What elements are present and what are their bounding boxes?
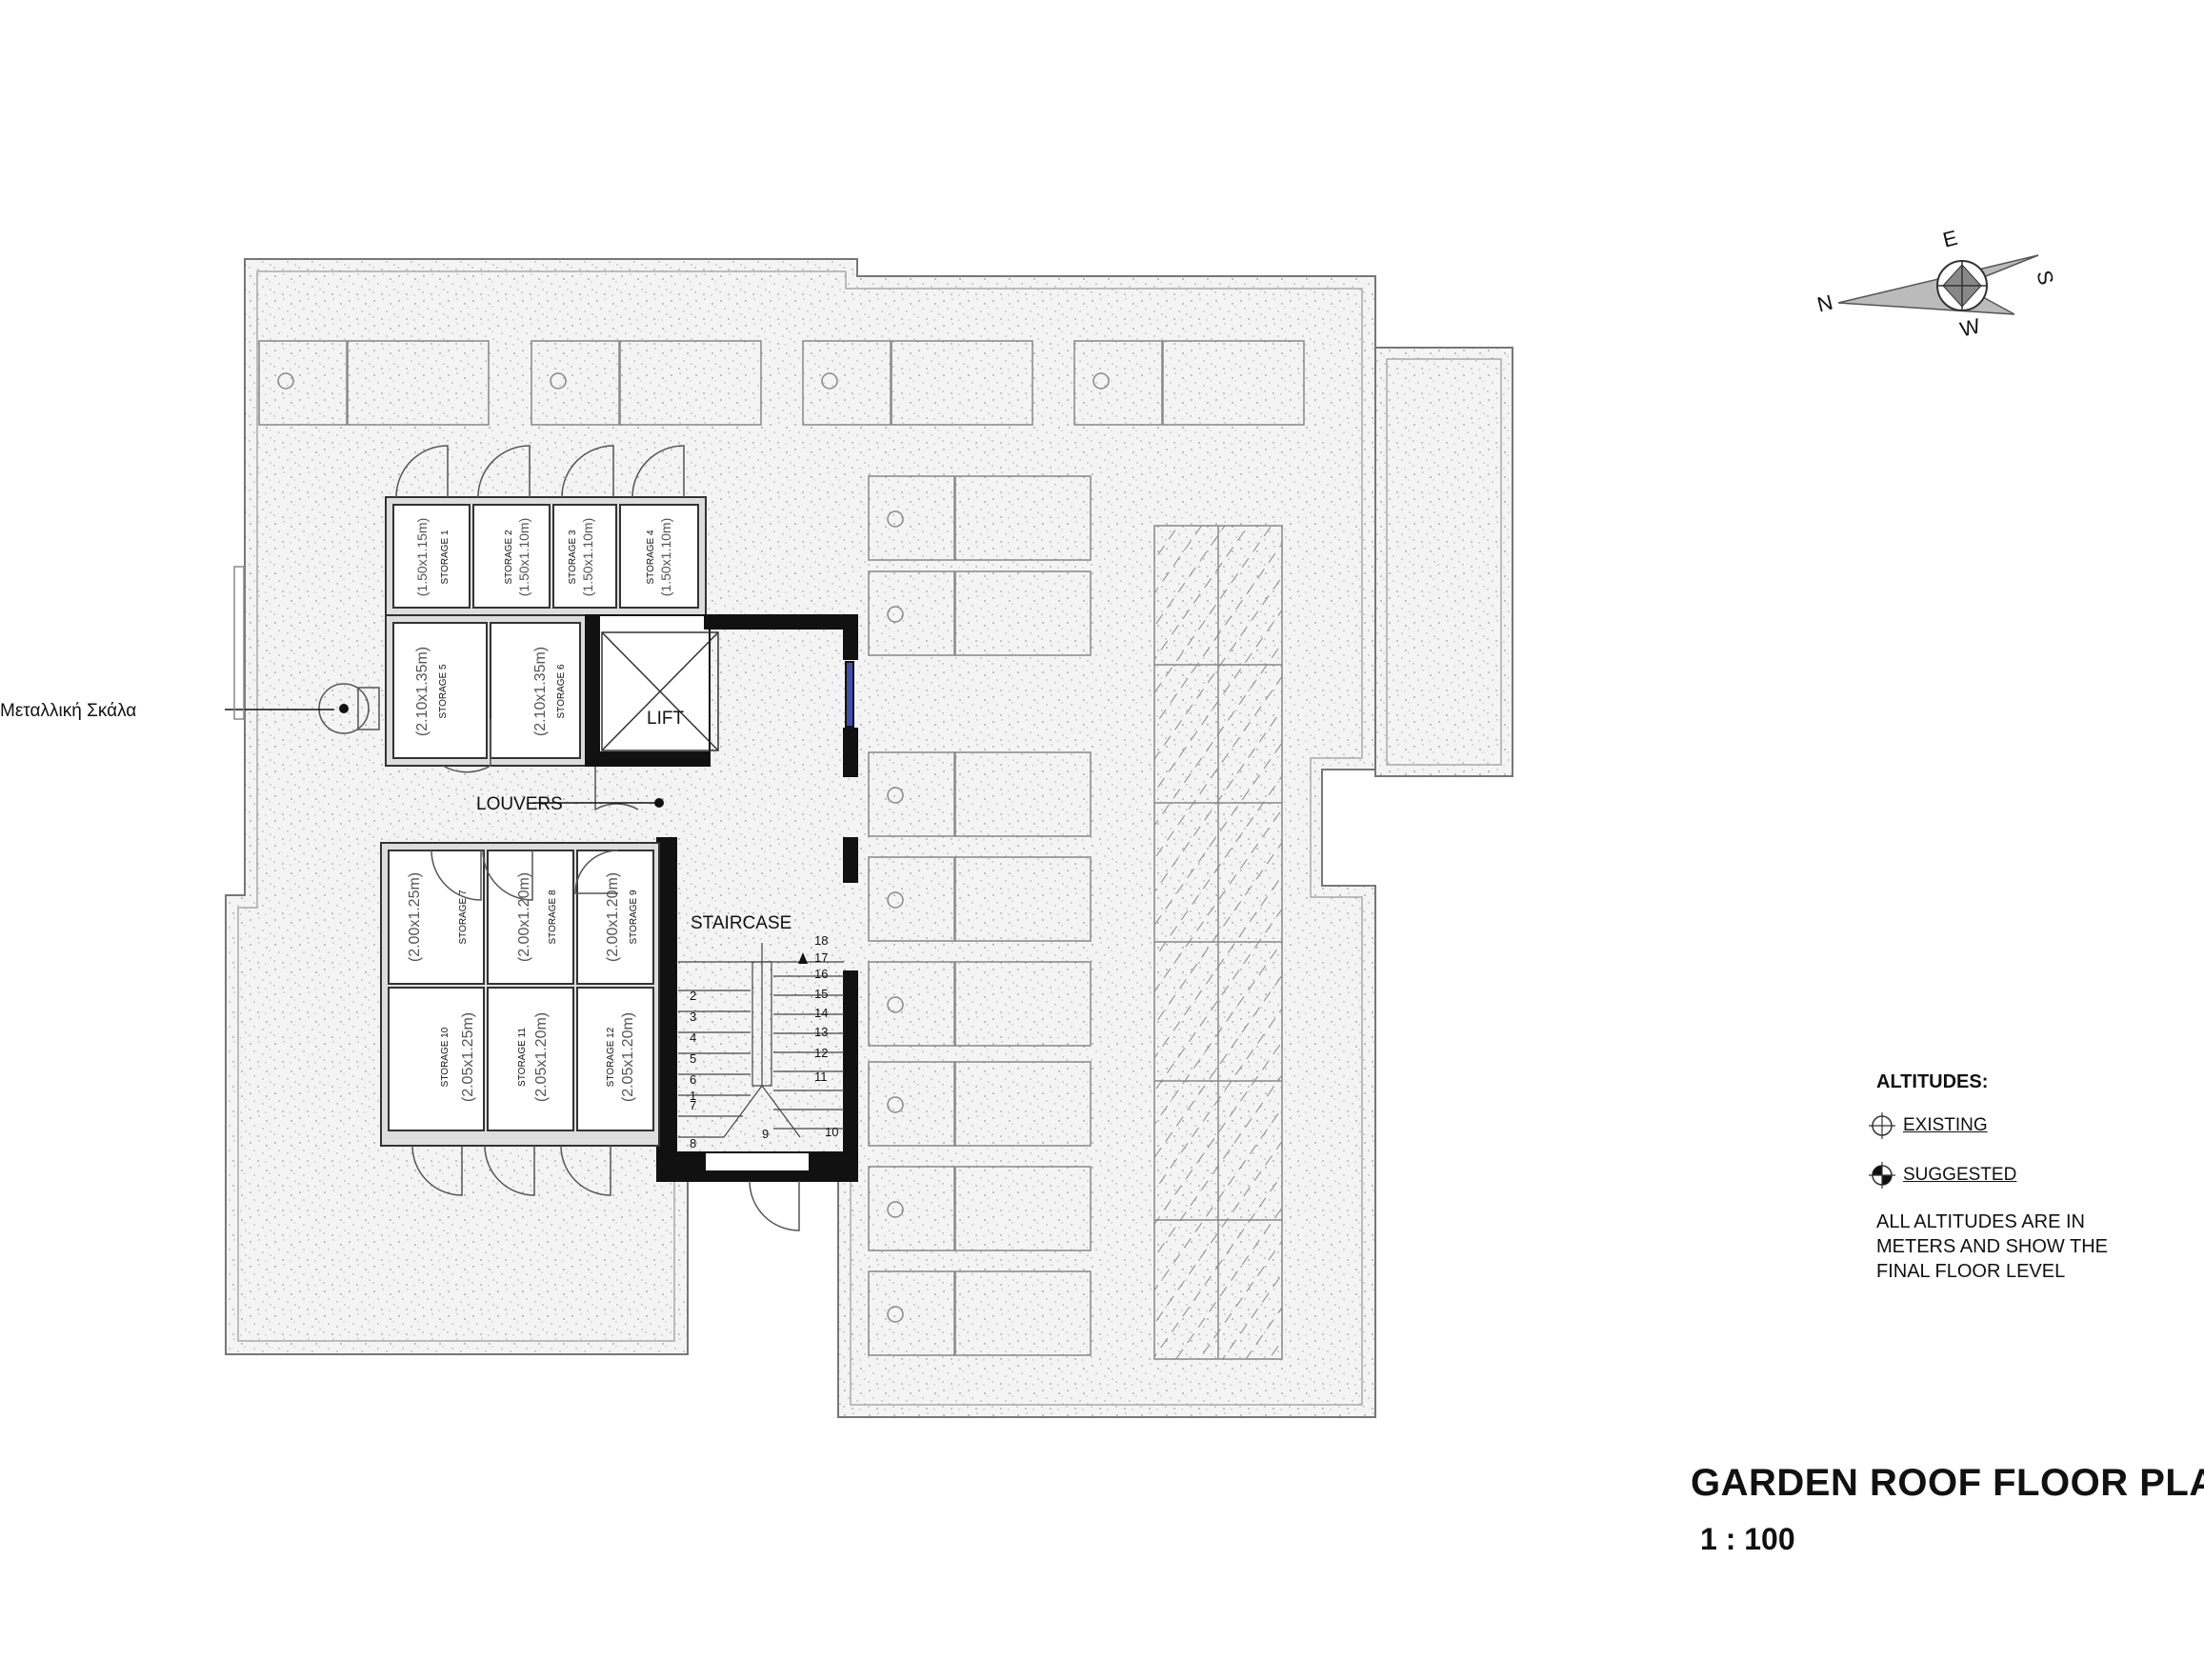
step-number: 15 [814,987,828,1001]
step-number: 7 [690,1098,696,1112]
storage-3-name: STORAGE 3 [568,530,578,584]
planters-right-column [868,475,1092,1356]
storage-1-name: STORAGE 1 [440,530,451,584]
step-number: 4 [690,1030,696,1045]
altitudes-legend: ALTITUDES: EXISTING SUGGESTED ALL ALTITU… [1869,1071,2191,1284]
storage-2-size: (1.50x1.10m) [516,518,531,596]
legend-note-line: ALL ALTITUDES ARE IN [1876,1211,2085,1232]
storage-block-upper [385,496,707,767]
step-number: 5 [690,1051,696,1066]
storage-12-name: STORAGE 12 [606,1027,616,1087]
step-number: 14 [814,1006,828,1020]
storage-10-size: (2.05x1.25m) [460,1012,476,1102]
lift-label: LIFT [647,709,684,729]
title-block: GARDEN ROOF FLOOR PLAN 1 : 100 [1691,1462,2204,1557]
storage-5-size: (2.10x1.35m) [414,647,431,736]
staircase-label: STAIRCASE [691,913,791,933]
storage-8-size: (2.00x1.20m) [516,872,532,962]
step-number: 16 [814,967,828,981]
step-number: 12 [814,1046,828,1060]
legend-suggested-row: SUGGESTED [1867,1160,2191,1190]
planters-top-row [258,340,1305,426]
storage-12-size: (2.05x1.20m) [620,1012,636,1102]
door-swings-lower [411,767,800,1231]
legend-suggested-label: SUGGESTED [1903,1165,2017,1185]
drawing-scale: 1 : 100 [1700,1522,1795,1556]
stair-direction-arrow [798,952,808,964]
storage-10-name: STORAGE 10 [440,1027,451,1087]
legend-note: ALL ALTITUDES ARE IN METERS AND SHOW THE… [1876,1210,2191,1284]
compass-e: E [1940,226,1959,252]
compass-n: N [1814,290,1834,316]
compass-rose: N E S W [1814,226,2058,342]
storage-2-name: STORAGE 2 [504,530,514,584]
legend-note-line: METERS AND SHOW THE [1876,1236,2108,1257]
existing-altitude-icon [1869,1112,1895,1139]
louvers-marker [654,798,664,808]
step-number: 11 [814,1070,828,1084]
step-number: 9 [762,1127,769,1141]
drawing-title: GARDEN ROOF FLOOR PLAN [1691,1462,2204,1504]
step-number: 2 [690,989,696,1003]
legend-existing-row: EXISTING [1867,1110,2191,1141]
core-walls [585,614,858,1182]
storage-7-size: (2.00x1.25m) [407,872,423,962]
step-number: 13 [814,1025,828,1039]
storage-7-name: STORAGE 7 [458,890,469,944]
legend-note-line: FINAL FLOOR LEVEL [1876,1261,2066,1282]
storage-1-size: (1.50x1.15m) [414,518,430,596]
storage-6-name: STORAGE 6 [556,664,567,718]
metal-stair-marker [339,704,349,713]
legend-existing-label: EXISTING [1903,1115,1988,1135]
step-number: 6 [690,1072,696,1087]
step-number: 8 [690,1136,696,1150]
compass-w: W [1957,313,1982,341]
metal-stair-label: Μεταλλική Σκάλα [0,701,136,721]
suggested-altitude-icon [1869,1162,1895,1189]
roof-extension-right [1374,347,1513,777]
storage-9-name: STORAGE 9 [629,890,639,944]
step-number: 18 [814,933,828,948]
compass-s: S [2032,268,2058,287]
storage-11-name: STORAGE 11 [517,1028,528,1087]
door-swings-upper [395,445,685,773]
storage-6-size: (2.10x1.35m) [532,647,549,736]
step-number: 17 [814,950,828,965]
storage-4-size: (1.50x1.10m) [658,518,673,596]
louvers-label: LOUVERS [476,794,563,814]
step-number: 3 [690,1010,696,1024]
storage-9-size: (2.00x1.20m) [605,872,621,962]
stair-treads [678,943,844,1138]
storage-5-name: STORAGE 5 [438,664,449,718]
storage-8-name: STORAGE 8 [548,890,558,944]
storage-3-size: (1.50x1.10m) [580,518,595,596]
storage-block-lower [380,842,660,1147]
storage-11-size: (2.05x1.20m) [533,1012,550,1102]
storage-4-name: STORAGE 4 [646,530,656,584]
legend-title: ALTITUDES: [1876,1071,1989,1092]
metal-stair-symbol [225,566,380,734]
pergola-strip [1153,525,1283,1360]
lift-shaft [601,631,719,751]
step-number: 10 [825,1125,838,1139]
step-number: 1 [690,1089,696,1103]
